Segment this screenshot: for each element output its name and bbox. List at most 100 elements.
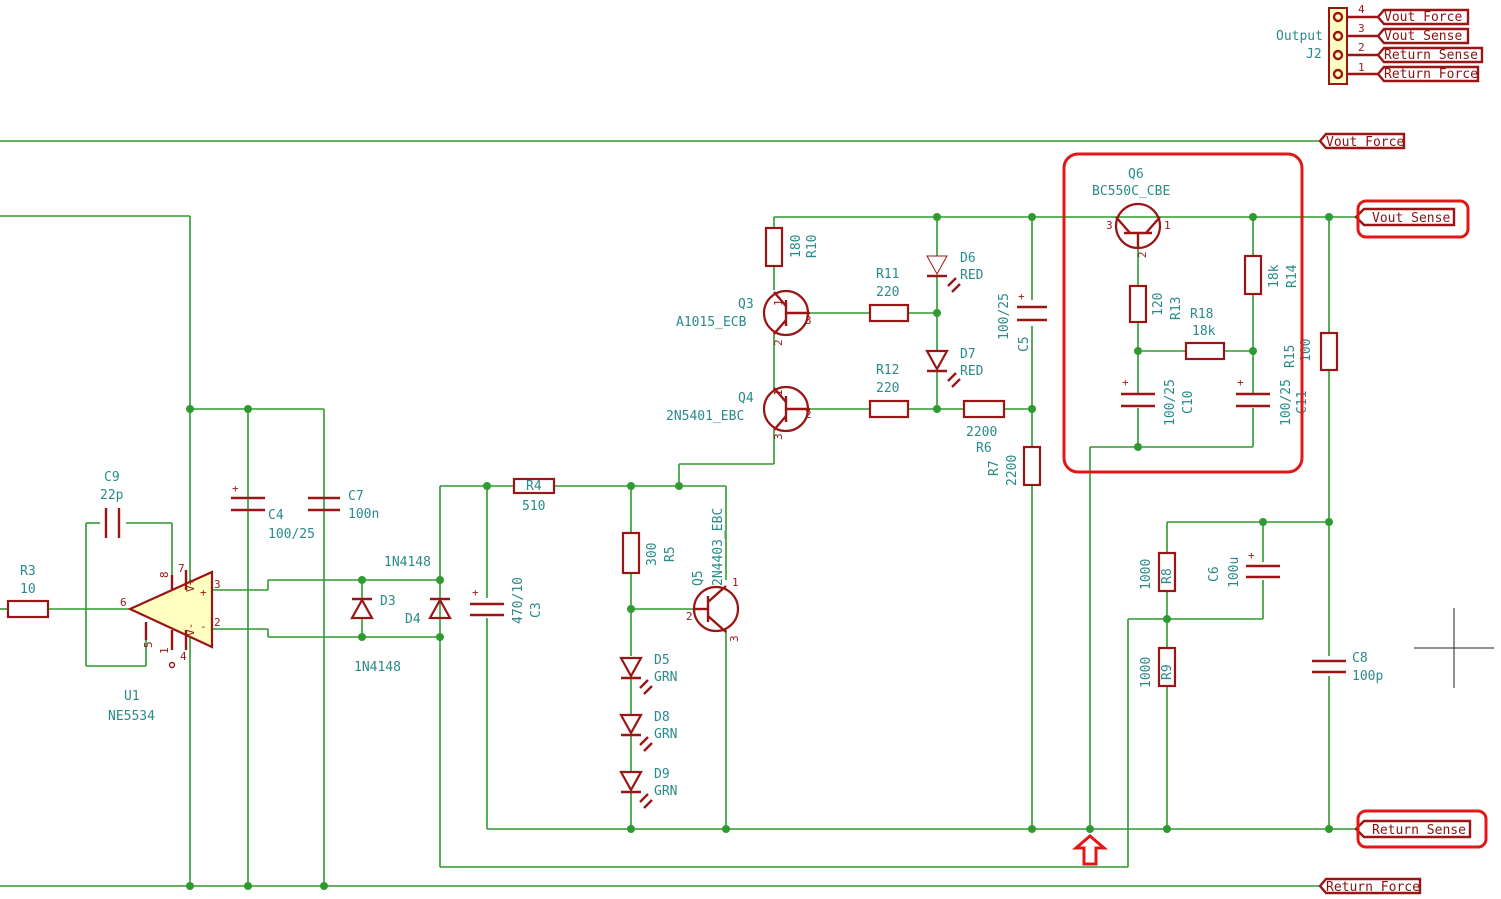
svg-text:GRN: GRN — [654, 784, 677, 799]
transistor-q5[interactable]: 2 1 3 Q5 2N4403_EBC — [686, 508, 741, 642]
transistor-q4[interactable]: 1 2 3 Q4 2N5401_EBC — [666, 385, 812, 440]
svg-text:22p: 22p — [100, 488, 124, 503]
resistor-r8[interactable]: 1000 R8 — [1139, 551, 1177, 593]
net-label-vout-sense[interactable]: Vout_Sense — [1354, 207, 1456, 227]
wires — [0, 140, 1356, 887]
resistor-r13[interactable]: 120 R13 — [1128, 284, 1184, 324]
svg-text:1000: 1000 — [1139, 559, 1154, 590]
led-d5[interactable]: D5 GRN — [619, 653, 677, 695]
svg-text:V+: V+ — [184, 578, 197, 592]
svg-text:Vout_Sense: Vout_Sense — [1372, 211, 1450, 226]
connector-net-label: Return_Force — [1384, 67, 1478, 82]
svg-text:Return_Force: Return_Force — [1326, 880, 1420, 895]
capacitor-c3[interactable]: + 470/10 C3 — [470, 577, 544, 624]
resistor-r3[interactable]: R3 10 — [6, 564, 50, 619]
led-d8[interactable]: D8 GRN — [619, 710, 677, 752]
svg-text:1: 1 — [772, 389, 785, 396]
svg-text:C9: C9 — [104, 470, 120, 485]
svg-text:1: 1 — [732, 576, 739, 589]
svg-text:Return_Sense: Return_Sense — [1372, 823, 1466, 838]
svg-text:R10: R10 — [805, 235, 820, 258]
svg-text:D6: D6 — [960, 251, 976, 266]
resistor-r14[interactable]: 18k R14 — [1243, 254, 1300, 296]
svg-text:1N4148: 1N4148 — [384, 555, 431, 570]
capacitor-c9[interactable]: C9 22p — [100, 470, 124, 538]
resistor-r7[interactable]: R7 2200 — [987, 445, 1042, 487]
capacitor-c8[interactable]: C8 100p — [1312, 651, 1383, 684]
svg-text:Vout_Force: Vout_Force — [1326, 135, 1404, 150]
led-d7[interactable]: D7 RED — [925, 347, 984, 388]
svg-text:470/10: 470/10 — [511, 577, 526, 624]
connector-pin-label: 1 — [1358, 61, 1365, 74]
opamp-u1[interactable]: 8 7 6 5 4 3 2 1 V+ V- + - U1 NE5534 — [108, 562, 221, 724]
svg-text:2: 2 — [772, 339, 785, 346]
svg-text:4: 4 — [180, 650, 187, 663]
svg-text:+: + — [1018, 290, 1025, 303]
svg-text:C5: C5 — [1017, 336, 1032, 352]
capacitor-c11[interactable]: + 100/25 C11 — [1236, 376, 1310, 426]
svg-text:R4: R4 — [526, 479, 542, 494]
svg-text:R15: R15 — [1283, 345, 1298, 368]
svg-text:Q6: Q6 — [1128, 167, 1144, 182]
transistor-q3[interactable]: 1 3 2 Q3 A1015_ECB — [676, 289, 812, 346]
resistor-r15[interactable]: R15 100 — [1283, 331, 1339, 372]
svg-text:2N5401_EBC: 2N5401_EBC — [666, 409, 744, 424]
resistor-r12[interactable]: R12 220 — [868, 363, 910, 419]
net-label-vout-force[interactable]: Vout_Force — [1318, 132, 1406, 150]
svg-text:U1: U1 — [124, 689, 140, 704]
capacitor-c10[interactable]: + 100/25 C10 — [1121, 376, 1196, 426]
net-label-return-force[interactable]: Return_Force — [1318, 877, 1422, 895]
svg-text:2N4403_EBC: 2N4403_EBC — [711, 508, 726, 586]
connector-pin-label: 2 — [1358, 41, 1365, 54]
svg-text:3: 3 — [772, 433, 785, 440]
svg-text:Q3: Q3 — [738, 297, 754, 312]
resistor-r18[interactable]: R18 18k — [1184, 307, 1226, 361]
svg-text:V-: V- — [184, 623, 197, 636]
capacitor-c6[interactable]: + C6 100u — [1207, 549, 1280, 588]
svg-text:18k: 18k — [1192, 324, 1216, 339]
highlight-box-vout-sense — [1356, 199, 1470, 239]
svg-text:2200: 2200 — [1005, 455, 1020, 486]
resistor-r10[interactable]: 180 R10 — [764, 226, 820, 268]
svg-text:+: + — [1237, 376, 1244, 389]
resistor-r6[interactable]: 2200 R6 — [962, 399, 1006, 456]
svg-text:R7: R7 — [987, 460, 1002, 476]
svg-text:3: 3 — [805, 314, 812, 327]
svg-text:100/25: 100/25 — [1163, 379, 1178, 426]
led-d9[interactable]: D9 GRN — [619, 767, 677, 809]
led-d6[interactable]: D6 RED — [926, 251, 984, 293]
svg-text:100/25: 100/25 — [997, 293, 1012, 340]
svg-text:D3: D3 — [380, 594, 396, 609]
transistor-q6[interactable]: 3 1 2 Q6 BC550C_CBE — [1092, 167, 1171, 258]
svg-text:300: 300 — [645, 543, 660, 566]
resistor-r5[interactable]: 300 R5 — [621, 531, 678, 575]
connector-net-label: Vout_Force — [1384, 10, 1462, 25]
resistor-r9[interactable]: 1000 R9 — [1139, 646, 1177, 688]
diode-d4[interactable]: D4 1N4148 — [384, 555, 452, 627]
svg-text:D9: D9 — [654, 767, 670, 782]
svg-text:R11: R11 — [876, 267, 899, 282]
capacitor-c7[interactable]: C7 100n — [308, 489, 379, 522]
svg-text:C6: C6 — [1207, 566, 1222, 582]
svg-text:+: + — [472, 586, 479, 599]
svg-text:3: 3 — [728, 635, 741, 642]
svg-text:1N4148: 1N4148 — [354, 660, 401, 675]
svg-text:1000: 1000 — [1139, 657, 1154, 688]
svg-text:3: 3 — [1106, 219, 1113, 232]
diode-d3[interactable]: D3 1N4148 — [350, 594, 401, 675]
capacitor-c5[interactable]: + 100/25 C5 — [997, 290, 1047, 352]
svg-text:+: + — [200, 586, 207, 599]
net-label-return-sense[interactable]: Return_Sense — [1354, 819, 1472, 839]
svg-text:RED: RED — [960, 364, 984, 379]
resistor-r4[interactable]: R4 510 — [512, 477, 556, 514]
connector-ref: J2 — [1306, 47, 1322, 62]
svg-text:2: 2 — [686, 610, 693, 623]
connector-pin-label: 3 — [1358, 22, 1365, 35]
connector-j2[interactable]: Output J2 4 3 2 1 Vout_Force Vout_Sense … — [1276, 3, 1484, 85]
resistor-r11[interactable]: R11 220 — [868, 267, 910, 323]
svg-text:-: - — [200, 620, 207, 633]
svg-text:180: 180 — [789, 235, 804, 258]
junctions — [186, 213, 1333, 890]
svg-text:C10: C10 — [1181, 391, 1196, 414]
capacitor-c4[interactable]: + C4 100/25 — [231, 482, 315, 542]
